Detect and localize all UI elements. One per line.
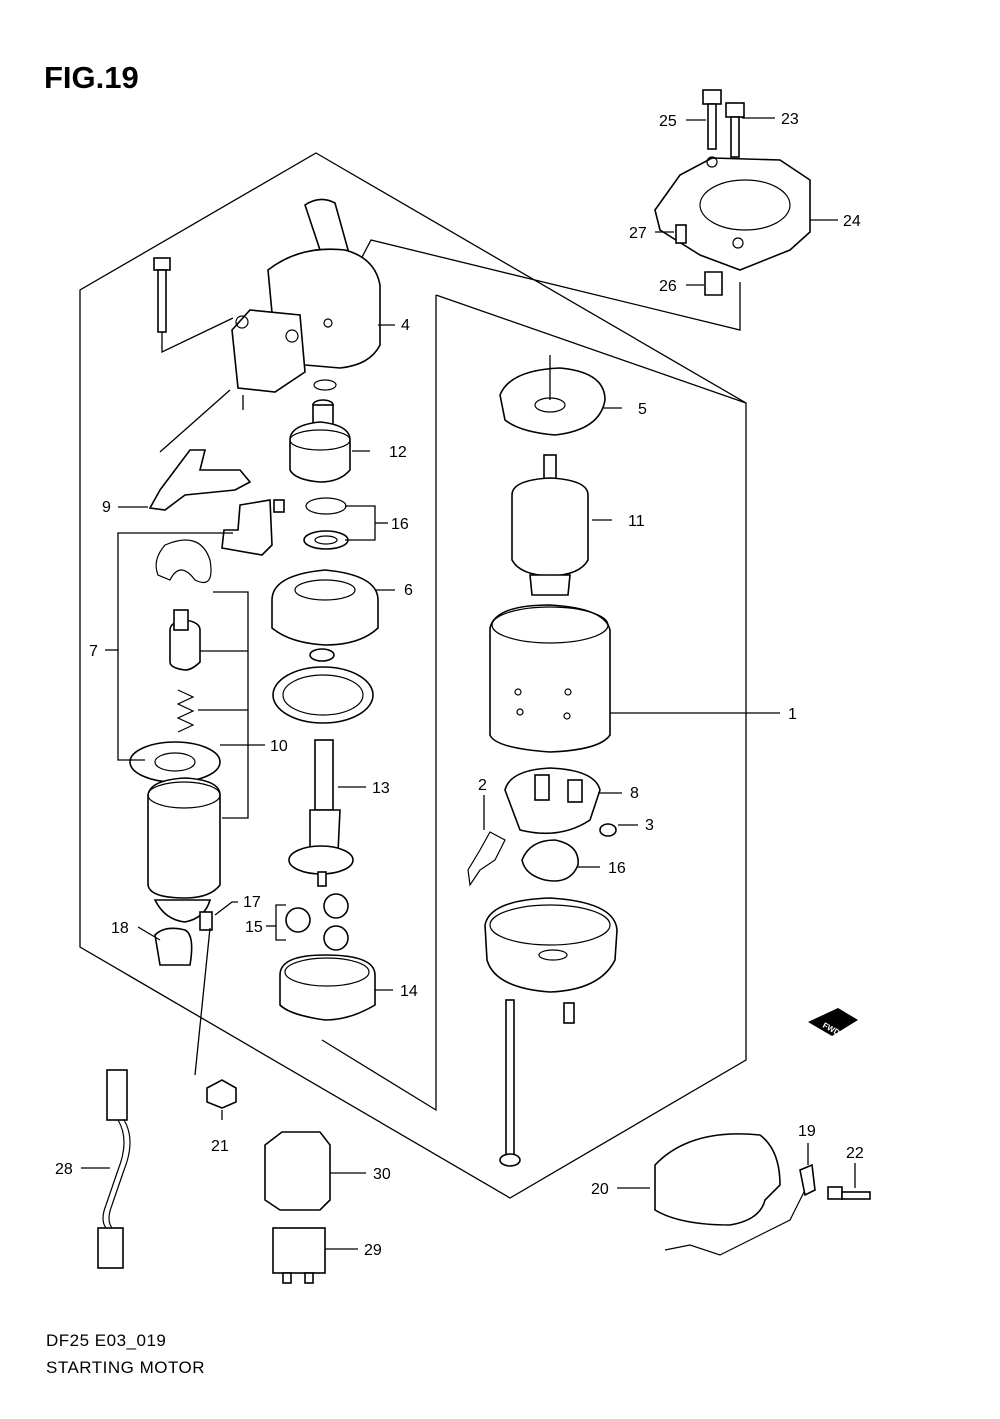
callout-13: 13	[372, 780, 390, 797]
part-lead-2	[467, 831, 506, 887]
callout-28: 28	[55, 1161, 73, 1178]
assembly-outline	[79, 152, 747, 1199]
part-pin-27	[675, 224, 687, 244]
part-clip-18	[154, 927, 193, 966]
callout-25: 25	[659, 113, 677, 130]
callout-6: 6	[404, 582, 413, 599]
callout-leaders	[81, 117, 856, 1250]
part-housing-4	[231, 198, 381, 393]
part-shaft-13	[288, 739, 354, 887]
part-through-bolt	[499, 999, 521, 1167]
part-brush-holder-8	[504, 767, 601, 835]
callout-24: 24	[843, 213, 861, 230]
bolt-4	[153, 257, 171, 333]
part-yoke	[489, 604, 611, 753]
part-nut-3	[599, 823, 617, 837]
inner-group-outline	[321, 295, 437, 1112]
part-relay-29	[272, 1227, 326, 1284]
callout-8: 8	[630, 785, 639, 802]
part-solenoid-group-7	[129, 499, 285, 923]
part-fork-9	[148, 449, 252, 511]
callout-1: 1	[788, 706, 797, 723]
callout-12: 12	[389, 444, 407, 461]
callout-23: 23	[781, 111, 799, 128]
callout-29: 29	[364, 1242, 382, 1259]
callout-16-lower: 16	[608, 860, 626, 877]
callout-30: 30	[373, 1166, 391, 1183]
callout-26: 26	[659, 278, 677, 295]
part-harness-28	[97, 1069, 131, 1269]
callout-15: 15	[245, 919, 263, 936]
callout-9: 9	[102, 499, 111, 516]
part-pinion-12	[289, 399, 351, 483]
callout-21: 21	[211, 1138, 229, 1155]
part-snap-ring-16	[303, 497, 349, 550]
part-washer-16	[521, 839, 579, 882]
part-gasket	[272, 666, 374, 724]
callout-3: 3	[645, 817, 654, 834]
callout-11: 11	[628, 513, 645, 530]
callout-labels: 1 2 3 4 5 6 7 8 9 10 11 12 13 14 15 16 1…	[55, 111, 864, 1259]
fwd-direction-badge: FWD	[808, 1008, 858, 1037]
callout-16-upper: 16	[391, 516, 409, 533]
figure-title: FIG.19	[44, 60, 139, 95]
part-clip-19	[799, 1163, 816, 1197]
callout-14: 14	[400, 983, 418, 1000]
part-bushing-26	[704, 271, 723, 296]
callout-22: 22	[846, 1145, 864, 1162]
part-gear-housing-6	[271, 569, 379, 662]
callout-19: 19	[798, 1123, 816, 1140]
callout-27: 27	[629, 225, 647, 242]
part-bracket-24	[654, 156, 811, 271]
part-bolt-23	[725, 102, 745, 158]
part-terminal-17	[199, 911, 213, 931]
callout-17: 17	[243, 894, 261, 911]
part-bolt-22	[827, 1186, 871, 1200]
callout-10: 10	[270, 738, 288, 755]
callout-20: 20	[591, 1181, 609, 1198]
diagram-code: DF25 E03_019	[46, 1331, 167, 1350]
callout-2: 2	[478, 777, 487, 794]
part-band-20	[654, 1133, 811, 1256]
part-plate-5	[499, 367, 606, 436]
part-relay-30	[264, 1131, 331, 1211]
part-armature-11	[511, 454, 589, 596]
part-bolt-25	[702, 89, 722, 150]
callout-18: 18	[111, 920, 129, 937]
part-screw	[563, 1002, 575, 1024]
callout-7: 7	[89, 643, 98, 660]
callout-5: 5	[638, 401, 647, 418]
part-nut-21	[206, 1079, 237, 1109]
part-planet-gears-15	[285, 893, 349, 951]
part-end-cover	[484, 897, 618, 993]
part-ring-gear-14	[279, 954, 376, 1021]
callout-4: 4	[401, 317, 410, 334]
diagram-name: STARTING MOTOR	[46, 1358, 206, 1377]
